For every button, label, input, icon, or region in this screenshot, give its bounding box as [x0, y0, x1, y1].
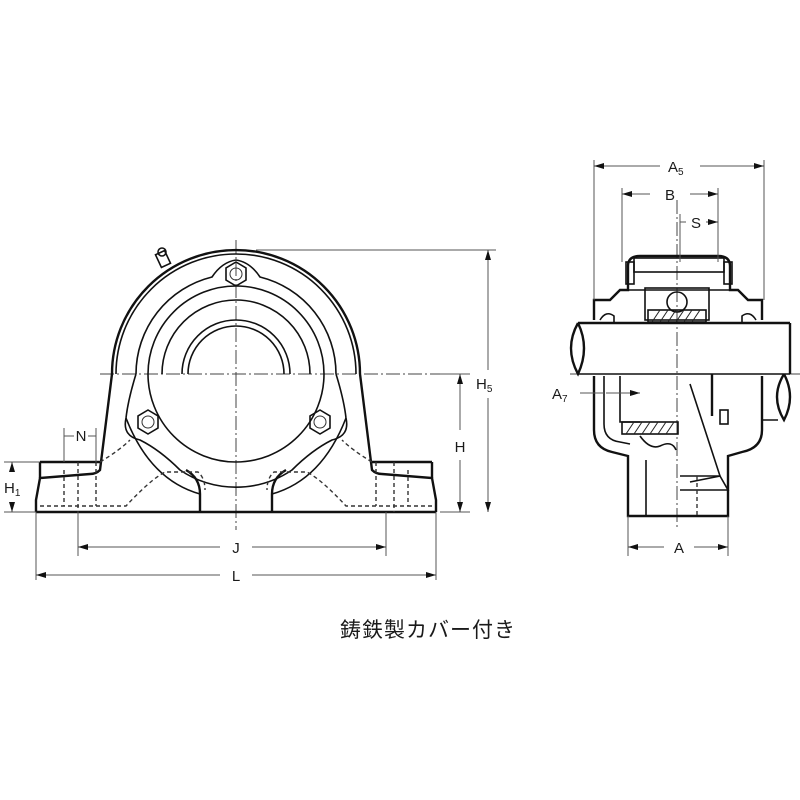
grease-nipple-icon [154, 247, 172, 269]
dim-label-A7: A7 [552, 386, 568, 405]
dim-label-A5: A5 [668, 159, 684, 178]
dim-label-L: L [232, 568, 240, 585]
side-view: A5 B S A7 A [552, 159, 800, 557]
front-view: L J N H1 H H5 [4, 240, 496, 585]
bolt-hole-left [137, 409, 159, 435]
dim-label-B: B [665, 187, 675, 204]
ball-bearing [666, 291, 688, 313]
bolt-hole-top [225, 261, 247, 287]
dim-label-A: A [674, 540, 684, 557]
dim-label-H1: H1 [4, 480, 21, 499]
dim-label-H: H [455, 439, 466, 456]
dim-label-N: N [76, 428, 87, 445]
dim-label-H5: H5 [476, 376, 493, 395]
housing-cap-outline [110, 248, 362, 375]
bolt-hole-right [309, 409, 331, 435]
dim-label-S: S [691, 215, 701, 232]
figure-caption: 鋳鉄製カバー付き [340, 618, 516, 642]
dim-label-J: J [232, 540, 240, 557]
shaft [569, 321, 792, 423]
